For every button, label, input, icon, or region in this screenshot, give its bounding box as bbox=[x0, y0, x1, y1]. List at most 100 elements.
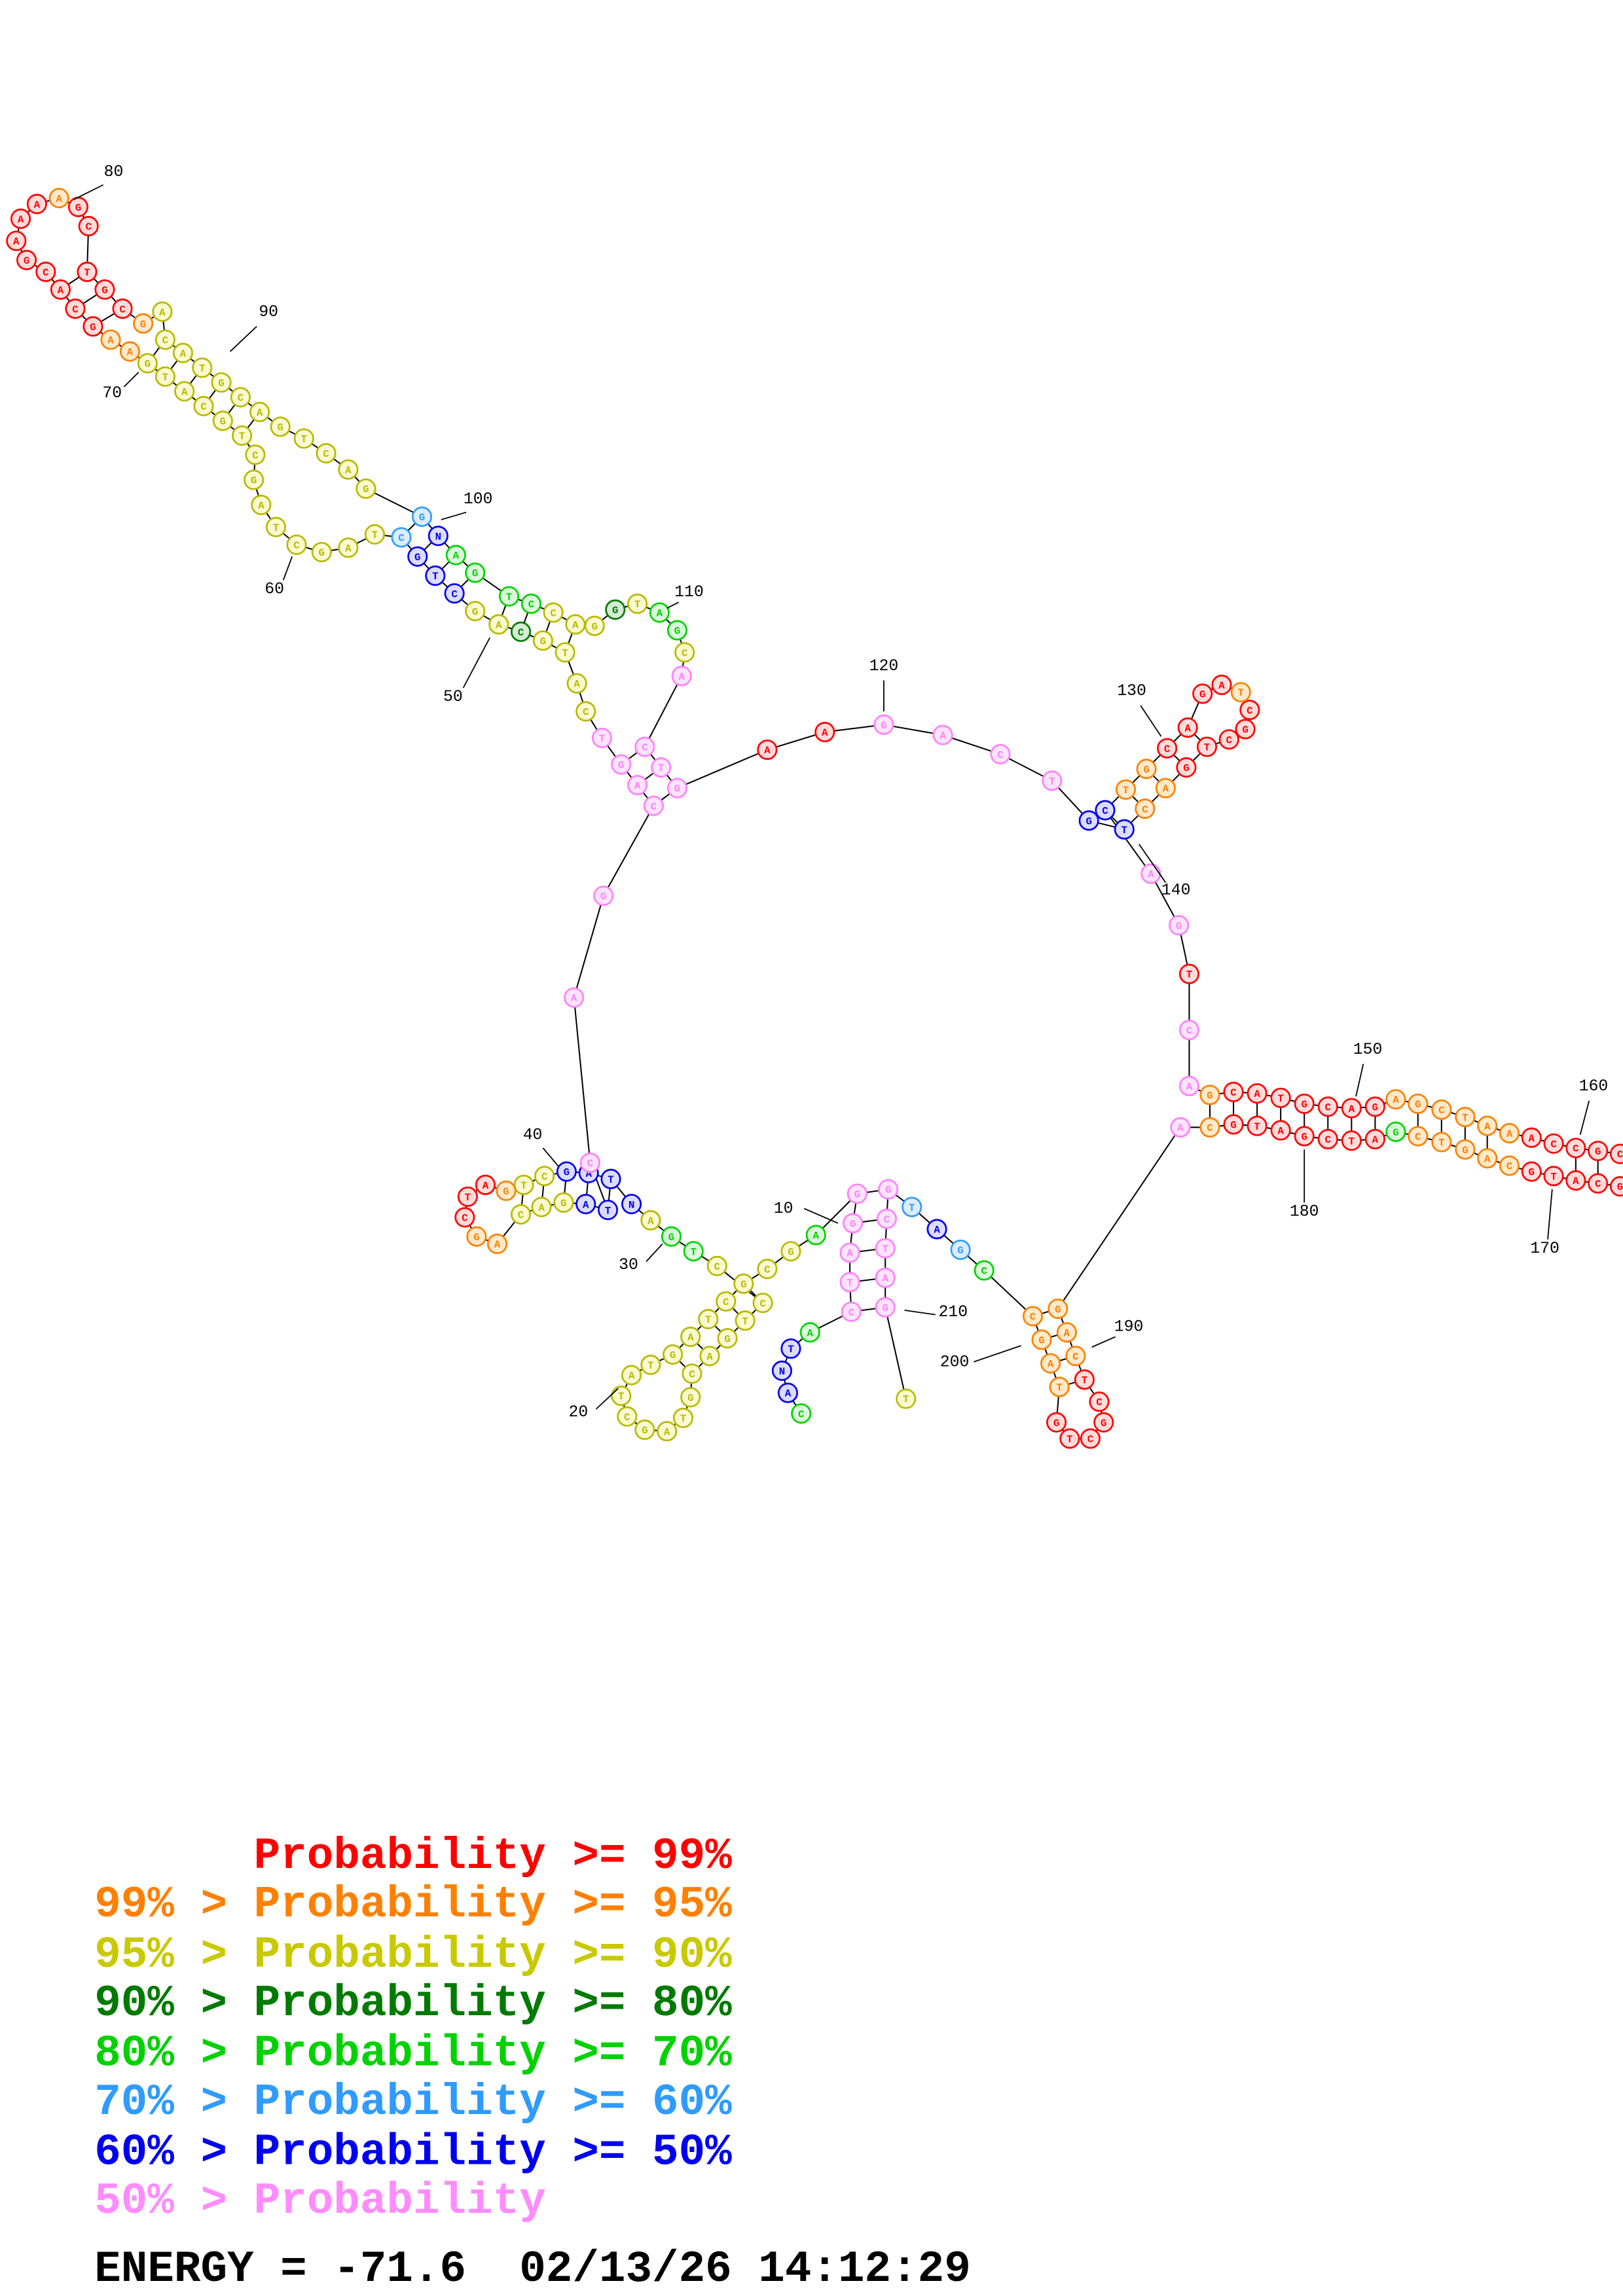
nucleotide bbox=[465, 562, 486, 583]
position-tick-line bbox=[123, 371, 139, 387]
position-label: 40 bbox=[523, 1126, 543, 1144]
nucleotide bbox=[193, 395, 214, 416]
legend-item-95-99: 99% > Probability >= 95% bbox=[94, 1880, 732, 1930]
nucleotide bbox=[407, 546, 428, 567]
nucleotide-letter: C bbox=[682, 647, 688, 659]
position-label: 160 bbox=[1579, 1077, 1609, 1096]
nucleotide-letter: T bbox=[562, 647, 568, 659]
nucleotide-letter: C bbox=[1226, 734, 1233, 746]
nucleotide bbox=[1169, 915, 1190, 936]
nucleotide bbox=[510, 621, 532, 642]
nucleotide-letter: G bbox=[218, 378, 224, 389]
nucleotide bbox=[805, 1225, 826, 1246]
backbone-segment bbox=[602, 805, 655, 897]
nucleotide bbox=[566, 673, 587, 694]
nucleotide bbox=[1543, 1133, 1564, 1154]
nucleotide bbox=[311, 541, 332, 563]
nucleotide-letter: T bbox=[432, 571, 438, 583]
nucleotide-letter: T bbox=[1462, 1112, 1468, 1124]
nucleotide bbox=[26, 194, 47, 215]
nucleotide-letter: G bbox=[882, 1302, 888, 1314]
nucleotide bbox=[564, 987, 585, 1008]
nucleotide bbox=[249, 401, 270, 422]
nucleotide-letter: A bbox=[1573, 1175, 1579, 1187]
nucleotide-letter: C bbox=[1415, 1132, 1421, 1143]
position-label: 190 bbox=[1114, 1318, 1144, 1336]
nucleotide bbox=[1093, 1412, 1114, 1433]
nucleotide-letter: A bbox=[494, 1239, 501, 1251]
nucleotide bbox=[611, 754, 632, 775]
nucleotide-letter: A bbox=[572, 620, 579, 632]
nucleotide bbox=[1477, 1115, 1498, 1136]
nucleotide bbox=[316, 442, 337, 464]
nucleotide bbox=[172, 342, 194, 363]
legend-item-90-95: 95% > Probability >= 90% bbox=[94, 1931, 732, 1981]
nucleotide bbox=[1059, 1428, 1080, 1449]
nucleotide bbox=[752, 1293, 773, 1314]
nucleotide bbox=[77, 261, 98, 282]
nucleotide bbox=[251, 494, 272, 515]
nucleotide-letter: C bbox=[323, 448, 329, 460]
position-label: 100 bbox=[464, 490, 493, 509]
nucleotide-letter: C bbox=[583, 707, 589, 719]
nucleotide bbox=[1157, 738, 1178, 759]
nucleotide-letter: G bbox=[90, 321, 96, 333]
nucleotide-letter: T bbox=[705, 1314, 711, 1326]
nucleotide-letter: G bbox=[1085, 816, 1091, 827]
nucleotide-letter: A bbox=[34, 199, 41, 211]
backbone-segment bbox=[1104, 810, 1152, 874]
nucleotide bbox=[457, 1186, 478, 1207]
nucleotide-letter: T bbox=[520, 1180, 526, 1192]
nucleotide bbox=[1199, 1085, 1220, 1105]
nucleotide-letter: G bbox=[1301, 1099, 1307, 1111]
nucleotide bbox=[757, 1259, 778, 1280]
nucleotide-letter: A bbox=[585, 1168, 592, 1180]
nucleotide bbox=[50, 279, 71, 300]
nucleotide bbox=[847, 1183, 867, 1204]
nucleotide bbox=[757, 739, 778, 761]
nucleotide-letter: T bbox=[1122, 825, 1127, 836]
nucleotide-letter: T bbox=[903, 1394, 909, 1406]
nucleotide bbox=[6, 230, 27, 251]
nucleotide-letter: T bbox=[465, 1192, 471, 1204]
nucleotide-letter: A bbox=[1277, 1126, 1284, 1138]
nucleotide-letter: G bbox=[1372, 1102, 1378, 1114]
nucleotide-letter: G bbox=[687, 1392, 693, 1404]
nucleotide bbox=[1192, 683, 1213, 704]
position-tick-line bbox=[666, 601, 680, 609]
nucleotide-letter: A bbox=[159, 307, 166, 319]
nucleotide bbox=[584, 615, 605, 636]
nucleotide bbox=[48, 188, 69, 209]
backbone-segment bbox=[365, 488, 422, 518]
nucleotide bbox=[286, 534, 307, 555]
nucleotide-letter: G bbox=[560, 1198, 566, 1210]
nucleotide-letter: T bbox=[1123, 785, 1129, 797]
nucleotide-letter: A bbox=[647, 1215, 654, 1227]
nucleotide bbox=[698, 1308, 719, 1329]
nucleotide-letter: A bbox=[882, 1273, 888, 1285]
nucleotide bbox=[265, 516, 286, 537]
nucleotide-letter: C bbox=[587, 1158, 594, 1170]
nucleotide bbox=[932, 725, 953, 745]
nucleotide bbox=[119, 341, 140, 362]
nucleotide-letter: T bbox=[647, 1360, 653, 1372]
nucleotide-letter: A bbox=[1186, 1081, 1193, 1093]
nucleotide bbox=[1270, 1120, 1291, 1141]
position-label: 150 bbox=[1353, 1041, 1383, 1059]
nucleotide-letter: T bbox=[1056, 1382, 1062, 1394]
nucleotide-letter: A bbox=[807, 1327, 814, 1339]
nucleotide bbox=[672, 1407, 693, 1428]
nucleotide bbox=[777, 1382, 798, 1403]
nucleotide bbox=[651, 757, 672, 778]
nucleotide-letter: C bbox=[119, 304, 126, 315]
nucleotide bbox=[1056, 1322, 1077, 1343]
nucleotide bbox=[1031, 1329, 1052, 1350]
nucleotide-letter: A bbox=[453, 550, 460, 562]
nucleotide bbox=[356, 478, 376, 499]
position-tick-line bbox=[1139, 844, 1167, 883]
nucleotide bbox=[445, 545, 466, 565]
nucleotide-letter: A bbox=[127, 347, 134, 359]
nucleotide bbox=[1048, 1299, 1068, 1319]
nucleotide bbox=[532, 630, 553, 651]
nucleotide-letter: A bbox=[1218, 680, 1225, 692]
